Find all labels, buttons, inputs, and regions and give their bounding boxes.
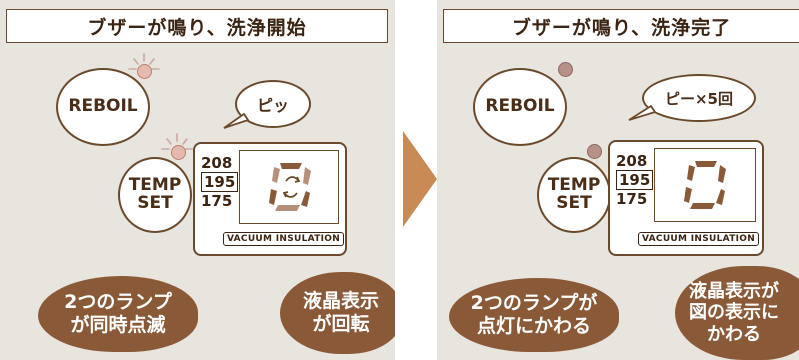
temp-set-button[interactable]: TEMP SET	[118, 157, 192, 233]
blink-rays-icon	[128, 53, 160, 70]
panel-title: ブザーが鳴り、洗浄開始	[6, 9, 388, 43]
temp-lamp	[587, 144, 602, 159]
note-lcd-rotate: 液晶表示 が回転	[280, 272, 395, 354]
note-lcd-change: 液晶表示が 図の表示に かわる	[675, 266, 799, 360]
reboil-lamp	[137, 64, 152, 79]
reboil-label: REBOIL	[68, 96, 138, 117]
temp-list: 208 195 175	[201, 154, 239, 211]
note-lamps-blink: 2つのランプ が同時点滅	[38, 276, 198, 352]
temp-set-button[interactable]: TEMP SET	[537, 157, 611, 233]
reboil-lamp	[558, 62, 573, 77]
temp-195: 195	[616, 170, 654, 190]
vacuum-insulation-label: VACUUM INSULATION	[223, 232, 345, 246]
panel-wash-start: ブザーが鳴り、洗浄開始 REBOIL ピッ TEMP SET 208 195 1…	[0, 0, 395, 360]
temp-set-label: TEMP SET	[547, 175, 601, 213]
next-step-arrow	[403, 131, 437, 227]
temp-175: 175	[201, 192, 233, 210]
reboil-button[interactable]: REBOIL	[56, 68, 150, 146]
display-panel: 208 195 175 VACUUM INSULATION	[608, 140, 764, 256]
reboil-button[interactable]: REBOIL	[473, 68, 567, 146]
panel-title: ブザーが鳴り、洗浄完了	[443, 9, 799, 43]
reboil-label: REBOIL	[485, 96, 555, 117]
bubble-tail-icon	[223, 112, 250, 129]
temp-208: 208	[201, 154, 233, 172]
blink-rays-icon	[161, 133, 193, 150]
lcd-screen	[239, 150, 339, 224]
sound-text: ピー×5回	[664, 89, 733, 108]
rotating-segments-icon	[269, 163, 311, 211]
temp-208: 208	[616, 152, 648, 170]
note-lamps-text: 2つのランプ が同時点滅	[64, 291, 172, 336]
lcd-screen	[654, 148, 756, 222]
sound-bubble: ピー×5回	[642, 74, 756, 122]
display-panel: 208 195 175 VACUUM INSULATION	[193, 142, 347, 256]
sound-text: ピッ	[256, 96, 289, 115]
temp-lamp	[171, 145, 186, 160]
note-lcd-text: 液晶表示 が回転	[302, 290, 379, 335]
temp-175: 175	[616, 190, 648, 208]
vacuum-insulation-label: VACUUM INSULATION	[638, 232, 760, 246]
note-lamps-on: 2つのランプが 点灯にかわる	[449, 278, 619, 352]
complete-segments-icon	[684, 161, 726, 209]
note-lamps-text: 2つのランプが 点灯にかわる	[470, 292, 598, 337]
bubble-tail-icon	[628, 104, 657, 121]
temp-195: 195	[201, 172, 239, 192]
temp-list: 208 195 175	[616, 152, 654, 209]
temp-set-label: TEMP SET	[128, 175, 182, 213]
panel-wash-complete: ブザーが鳴り、洗浄完了 REBOIL ピー×5回 TEMP SET 208 19…	[437, 0, 799, 360]
note-lcd-text: 液晶表示が 図の表示に かわる	[689, 280, 779, 345]
